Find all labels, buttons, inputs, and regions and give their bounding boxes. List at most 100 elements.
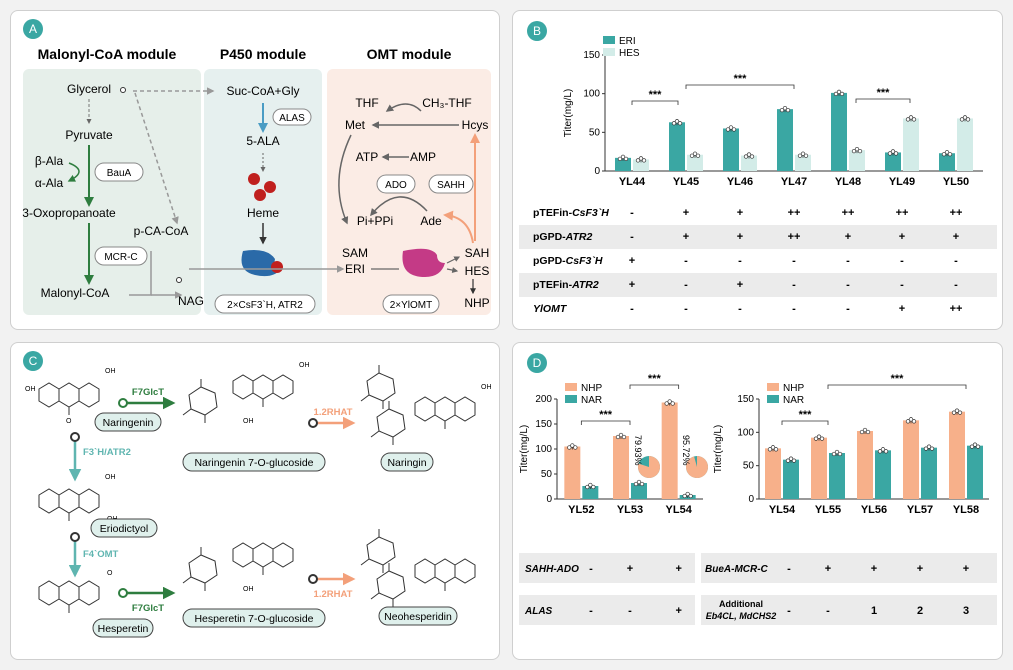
chart-b-bar-hes bbox=[633, 159, 649, 171]
chart-b-replicate-dot bbox=[617, 156, 623, 162]
table-b-row-label: pTEFin-CsF3`H bbox=[533, 207, 609, 219]
chart-d-right-bar-nar bbox=[829, 453, 845, 499]
sig-bracket-b-2-label: *** bbox=[734, 73, 748, 85]
chart-b-bar-eri bbox=[777, 109, 793, 171]
chart-d-right-legend-label: NHP bbox=[783, 383, 804, 394]
table-b-cell: + bbox=[845, 231, 851, 243]
chart-b-legend-swatch bbox=[603, 36, 615, 44]
table-b-cell: ++ bbox=[788, 231, 801, 243]
sig-bracket-b-1-label: *** bbox=[649, 89, 663, 101]
label-n7g bbox=[182, 452, 326, 472]
table-b-cell: - bbox=[792, 303, 796, 315]
chart-d-left-replicate-dot bbox=[621, 434, 627, 440]
chart-d-right-replicate-dot bbox=[908, 417, 914, 422]
enzyme-baua bbox=[94, 162, 144, 182]
chart-d-right-replicate-dot bbox=[785, 458, 791, 463]
chart-d-left-xtick-label: YL52 bbox=[568, 504, 594, 516]
chart-d-left-bar-nhp bbox=[613, 436, 629, 499]
arrow-omt-hes bbox=[446, 267, 459, 274]
badge-c bbox=[23, 351, 43, 371]
chart-b-xtick-label: YL50 bbox=[943, 176, 969, 188]
chart-d-right-replicate-dot bbox=[837, 451, 843, 457]
malonyl-module-bg bbox=[23, 69, 201, 315]
table-b-row-label-part: pTEFin- bbox=[533, 207, 573, 219]
sig-bracket-d-1-label: *** bbox=[599, 409, 613, 421]
table-d-left-row-label: ALAS bbox=[524, 606, 553, 617]
structure-naringenin bbox=[38, 382, 100, 416]
chart-b-replicate-dot bbox=[839, 91, 845, 97]
met-amp: AMP bbox=[410, 150, 436, 164]
pie-slice bbox=[638, 456, 660, 478]
table-d-right-row-label: BueA-MCR-C bbox=[705, 564, 769, 575]
chart-b-replicate-dot bbox=[803, 153, 809, 158]
table-d-right-cell: + bbox=[825, 563, 831, 575]
label-naringin-text: Naringin bbox=[387, 457, 426, 469]
chart-d-right-replicate-dot bbox=[929, 446, 935, 451]
table-b-cell: - bbox=[792, 279, 796, 291]
badge-b-label: B bbox=[533, 24, 541, 38]
table-b-cell: + bbox=[683, 207, 689, 219]
table-b-row-bg bbox=[519, 225, 997, 249]
chart-d-right-xtick-label: YL57 bbox=[907, 504, 933, 516]
chart-b-replicate-dot bbox=[890, 149, 896, 154]
module-title-p450: P450 module bbox=[220, 46, 307, 62]
chart-b-replicate-dot bbox=[782, 105, 788, 111]
structure-naringin-flavanone bbox=[414, 396, 476, 430]
chart-d-right-bar-nar bbox=[875, 450, 891, 499]
sig-bracket-b-3-label: *** bbox=[877, 87, 891, 99]
node-f4omt bbox=[70, 532, 80, 542]
chart-d-right-bar-nhp bbox=[903, 420, 919, 499]
chart-d-left-ytick-label: 100 bbox=[535, 444, 552, 455]
chart-b-xtick-label: YL47 bbox=[781, 176, 807, 188]
structure-eriodictyol bbox=[38, 488, 100, 522]
node-f7glct-1 bbox=[118, 398, 128, 408]
chart-b-replicate-dot bbox=[692, 151, 698, 156]
chart-b-replicate-dot bbox=[911, 117, 917, 122]
table-b-cell: + bbox=[737, 279, 743, 291]
chart-d-left-replicate-dot bbox=[588, 482, 593, 488]
table-b-row-label-part: pTEFin- bbox=[533, 279, 573, 291]
met-balanine: β-Ala bbox=[35, 154, 64, 168]
table-d-left-cell: - bbox=[589, 605, 593, 617]
enzyme-mcrc-label: MCR-C bbox=[104, 252, 137, 263]
chart-d-right-replicate-dot bbox=[926, 444, 932, 449]
heme-dot-1 bbox=[248, 173, 260, 185]
chart-d-left-bar-nhp bbox=[661, 402, 678, 499]
table-b-row-label-part: ATR2 bbox=[571, 279, 599, 291]
panel-a: A Malonyl-CoA module P450 module OMT mod… bbox=[10, 10, 500, 330]
enzyme-p450 bbox=[214, 294, 316, 314]
chart-d-left-replicate-dot bbox=[670, 401, 675, 406]
met-succoa: Suc-CoA+Gly bbox=[226, 84, 299, 98]
chart-d-right-replicate-dot bbox=[905, 419, 911, 424]
table-b-cell: + bbox=[683, 231, 689, 243]
chart-b-replicate-dot bbox=[833, 91, 839, 97]
table-d-right-row-bg bbox=[701, 595, 997, 625]
module-title-omt: OMT module bbox=[367, 46, 452, 62]
chart-b-replicate-dot bbox=[731, 127, 737, 132]
chart-b-bar-eri bbox=[723, 128, 739, 171]
met-aalanine: α-Ala bbox=[35, 176, 64, 190]
met-oxopropanoate: 3-Oxopropanoate bbox=[22, 206, 116, 220]
chart-d-right-replicate-dot bbox=[834, 449, 840, 455]
table-b-cell: - bbox=[630, 231, 634, 243]
sig-bracket-b-1 bbox=[631, 100, 679, 105]
chart-d-left-replicate-dot bbox=[567, 445, 572, 450]
table-b-cell: - bbox=[954, 255, 958, 267]
chart-b-replicate-dot bbox=[854, 146, 860, 152]
chart-d-right-replicate-dot bbox=[972, 442, 978, 447]
pie-slice bbox=[686, 456, 708, 478]
enzyme-omt bbox=[382, 294, 440, 314]
table-d-right-cell: 2 bbox=[917, 605, 923, 617]
chart-b-xtick-label: YL46 bbox=[727, 176, 753, 188]
module-title-malonyl: Malonyl-CoA module bbox=[38, 46, 177, 62]
badge-a bbox=[23, 19, 43, 39]
table-d-right-row-bg bbox=[701, 553, 997, 583]
table-b-cell: + bbox=[953, 231, 959, 243]
sig-bracket-b-3 bbox=[855, 98, 911, 103]
label-h7g bbox=[182, 608, 326, 628]
table-b-row-label: YlOMT bbox=[533, 303, 568, 315]
panel-c: C OH OH O Naringenin F7GlcT OH OH Naring… bbox=[10, 342, 500, 660]
sig-bracket-d-1 bbox=[580, 420, 631, 425]
